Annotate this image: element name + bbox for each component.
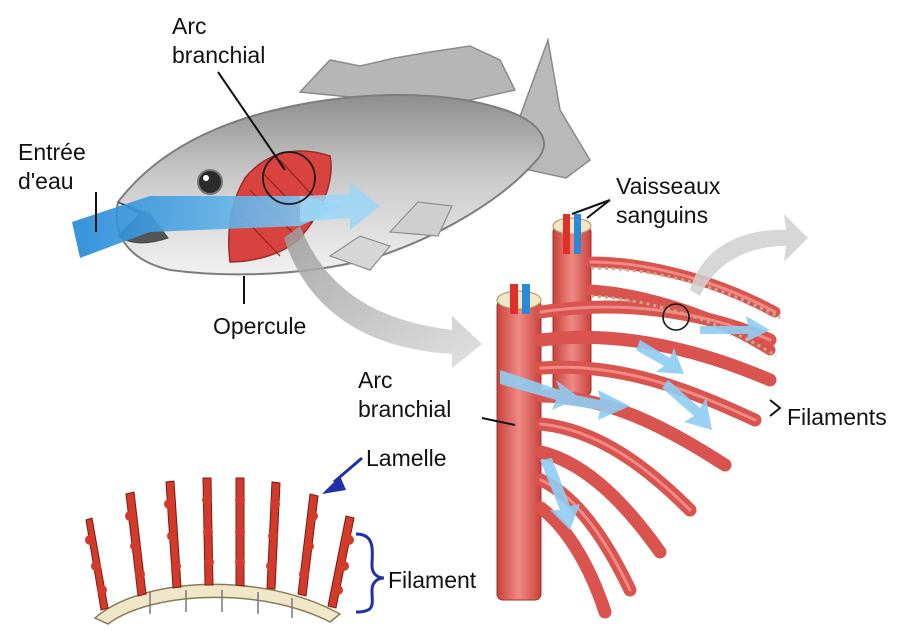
gill-arch-front [497,300,541,600]
gill-arch-detail [497,214,780,612]
vessel-blue-back [574,214,581,254]
filaments-bracket [770,400,780,416]
filament-bracket [356,534,384,612]
label-arc-branchial-middle: Arc branchial [358,366,451,424]
filament-detail [85,478,354,624]
dorsal-fin [300,46,515,100]
fish-eye [198,170,222,194]
vessel-blue-front [522,284,530,314]
fish [72,40,590,274]
fish-body [117,95,544,274]
label-blood-vessels: Vaisseaux sanguins [616,172,720,230]
label-arc-branchial-top: Arc branchial [172,12,265,70]
label-operculum: Opercule [213,312,306,341]
vessel-red-front [510,284,518,314]
label-water-inlet: Entrée d'eau [18,138,86,196]
label-lamella: Lamelle [366,444,447,473]
leader-vessel-2 [587,200,610,218]
lamella-pointer [322,458,362,494]
label-filament: Filament [388,566,476,595]
label-filaments: Filaments [787,403,887,432]
leader-vessel-1 [572,200,610,214]
vessel-red-back [563,214,570,254]
